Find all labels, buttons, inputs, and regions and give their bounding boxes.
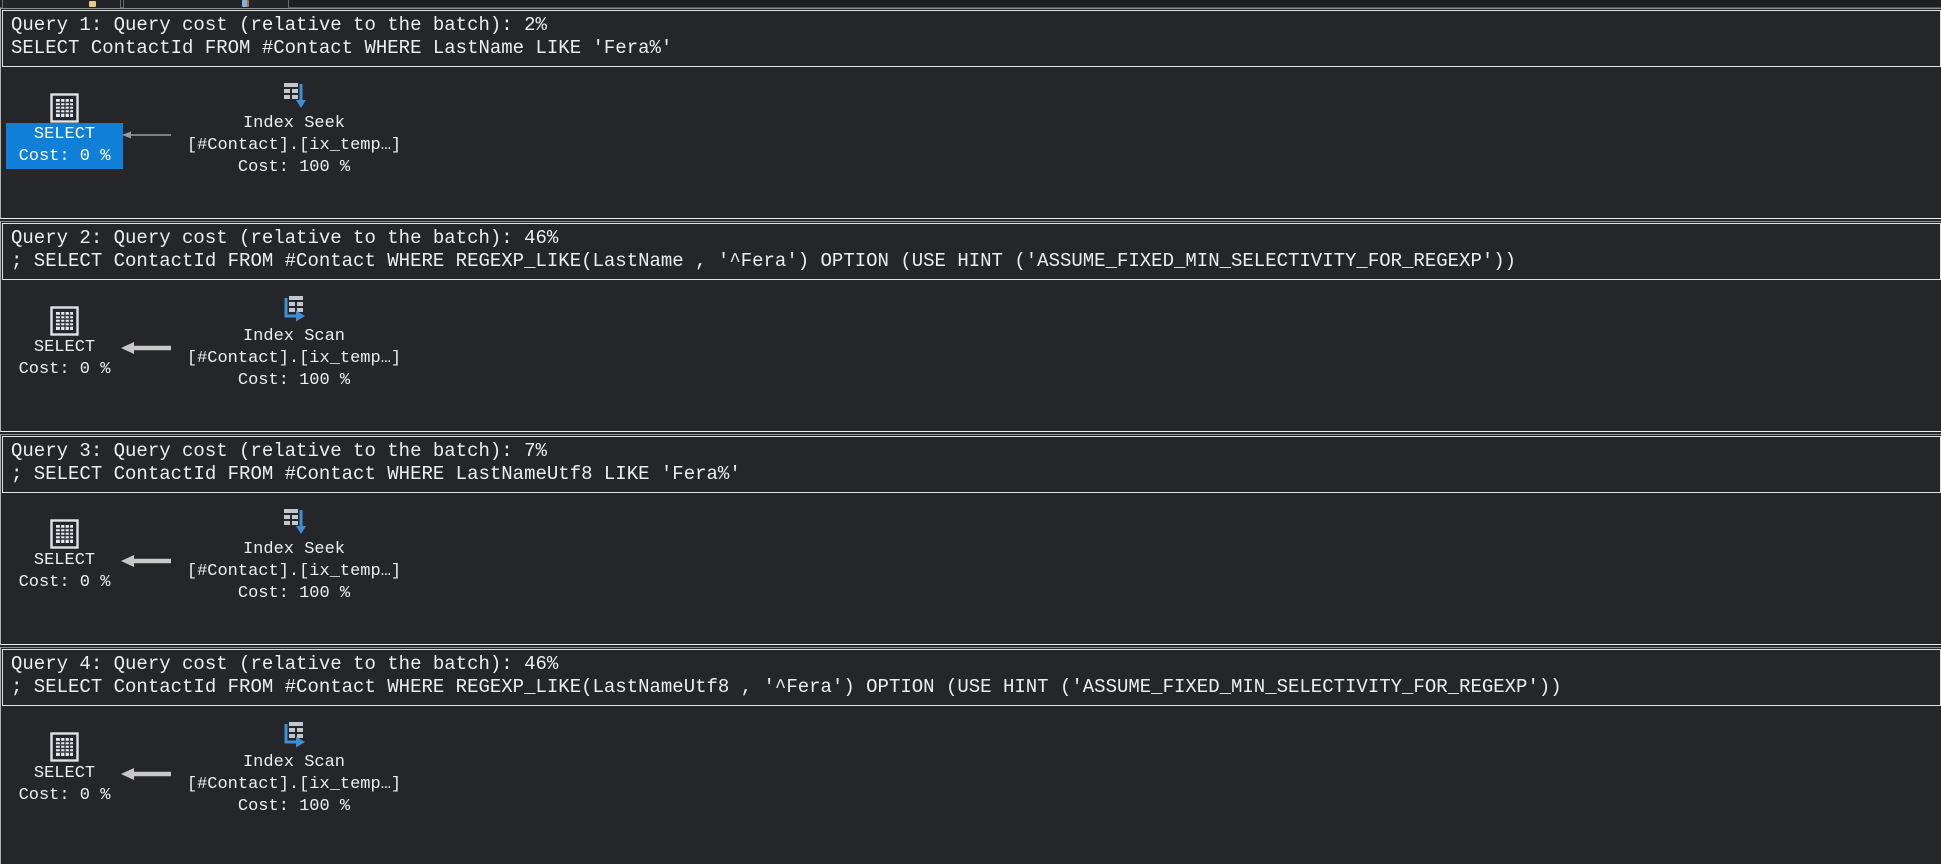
query-plan-band: Query 1: Query cost (relative to the bat… [0,8,1941,219]
operator-object: [#Contact].[ix_temp…] [186,775,402,794]
operator-name: Index Seek [242,114,346,133]
result-grid-icon [50,93,79,123]
query-header: Query 2: Query cost (relative to the bat… [2,223,1941,280]
index-scan-icon [284,722,305,748]
node-label: SELECT [33,338,96,357]
operator-name: Index Scan [242,327,346,346]
query-cost-line: Query 1: Query cost (relative to the bat… [11,14,547,36]
node-label: SELECT [33,551,96,570]
select-node-labels: SELECT Cost: 0 % [6,549,123,595]
rowflow-arrow[interactable] [121,553,173,569]
select-node-labels: SELECT Cost: 0 % [6,336,123,382]
query-cost-line: Query 3: Query cost (relative to the bat… [11,440,547,462]
query-plan-band: Query 3: Query cost (relative to the bat… [0,434,1941,645]
operator-object: [#Contact].[ix_temp…] [186,562,402,581]
operator-cost: Cost: 100 % [237,371,351,390]
node-label: SELECT [33,125,96,144]
tab-strip [0,0,1941,8]
tab-glyph-fragment-icon [242,0,247,7]
result-grid-icon [50,732,79,762]
execution-plan-pane: Query 1: Query cost (relative to the bat… [0,8,1941,864]
plan-canvas: SELECT Cost: 0 % [1,67,1941,218]
plan-canvas: SELECT Cost: 0 % [1,493,1941,644]
tab-glyph-fragment-icon [89,1,96,7]
rowflow-arrow[interactable] [121,127,173,143]
select-node[interactable]: SELECT Cost: 0 % [6,519,123,595]
select-node[interactable]: SELECT Cost: 0 % [6,732,123,808]
operator-name: Index Scan [242,753,346,772]
result-grid-icon [50,519,79,549]
result-grid-icon [50,306,79,336]
select-node-labels: SELECT Cost: 0 % [6,762,123,808]
node-cost: Cost: 0 % [18,360,111,379]
node-cost: Cost: 0 % [18,147,111,166]
node-cost: Cost: 0 % [18,786,111,805]
index-seek-icon [284,83,306,108]
query-sql-line: SELECT ContactId FROM #Contact WHERE Las… [11,37,673,59]
select-node-labels: SELECT Cost: 0 % [6,123,123,169]
query-sql-line: ; SELECT ContactId FROM #Contact WHERE R… [11,250,1517,272]
operator-node[interactable]: Index Scan [#Contact].[ix_temp…] Cost: 1… [171,720,417,818]
operator-object: [#Contact].[ix_temp…] [186,349,402,368]
node-cost: Cost: 0 % [18,573,111,592]
plan-canvas: SELECT Cost: 0 % [1,706,1941,857]
operator-cost: Cost: 100 % [237,158,351,177]
index-scan-icon [284,296,305,322]
plan-canvas: SELECT Cost: 0 % [1,280,1941,431]
query-sql-line: ; SELECT ContactId FROM #Contact WHERE L… [11,463,741,485]
rowflow-arrow[interactable] [121,766,173,782]
operator-node[interactable]: Index Scan [#Contact].[ix_temp…] Cost: 1… [171,294,417,392]
node-label: SELECT [33,764,96,783]
tab-stub-right[interactable] [123,0,289,8]
query-plan-band: Query 2: Query cost (relative to the bat… [0,221,1941,432]
operator-cost: Cost: 100 % [237,584,351,603]
query-plan-band: Query 4: Query cost (relative to the bat… [0,647,1941,864]
query-header: Query 3: Query cost (relative to the bat… [2,436,1941,493]
operator-name: Index Seek [242,540,346,559]
index-seek-icon [284,509,306,534]
operator-cost: Cost: 100 % [237,797,351,816]
rowflow-arrow[interactable] [121,340,173,356]
select-node[interactable]: SELECT Cost: 0 % [6,93,123,169]
query-sql-line: ; SELECT ContactId FROM #Contact WHERE R… [11,676,1562,698]
operator-node[interactable]: Index Seek [#Contact].[ix_temp…] Cost: 1… [171,81,417,179]
select-node[interactable]: SELECT Cost: 0 % [6,306,123,382]
operator-object: [#Contact].[ix_temp…] [186,136,402,155]
query-cost-line: Query 4: Query cost (relative to the bat… [11,653,559,675]
operator-node[interactable]: Index Seek [#Contact].[ix_temp…] Cost: 1… [171,507,417,605]
tab-stub-left[interactable] [2,0,121,8]
query-header: Query 4: Query cost (relative to the bat… [2,649,1941,706]
query-cost-line: Query 2: Query cost (relative to the bat… [11,227,559,249]
query-header: Query 1: Query cost (relative to the bat… [2,10,1941,67]
